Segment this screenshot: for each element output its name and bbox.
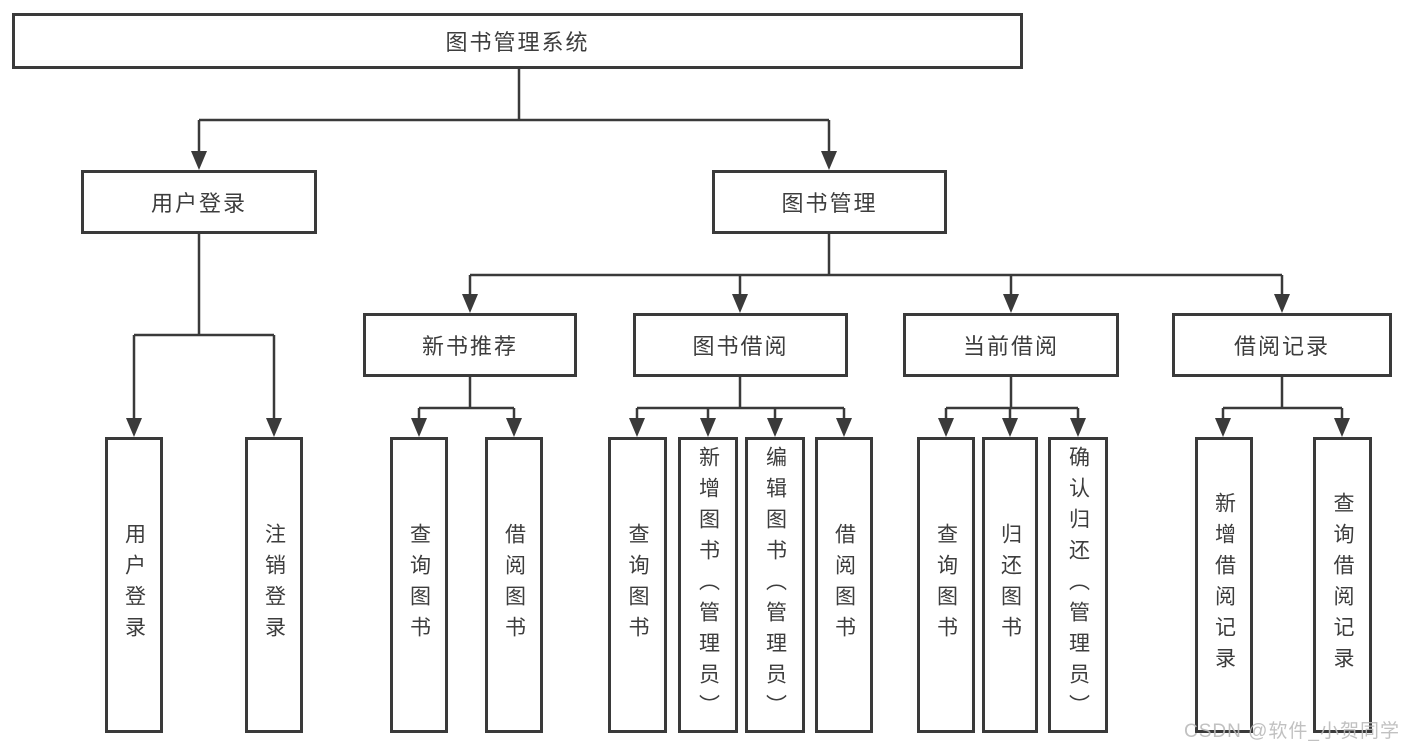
node-label: 查询图书: [626, 523, 649, 647]
connector-current-borrow-children: [938, 377, 1086, 437]
node-label: 用户登录: [150, 191, 247, 216]
leaf-return-books: 归还图书: [982, 437, 1038, 733]
leaf-query-books-borrow: 查询图书: [608, 437, 667, 733]
node-label: 编辑图书（管理员）: [763, 445, 787, 725]
node-label: 当前借阅: [962, 334, 1059, 359]
node-label: 图书管理: [781, 191, 878, 216]
leaf-user-login: 用户登录: [105, 437, 163, 733]
node-label: 注销登录: [262, 523, 286, 647]
node-label: 图书借阅: [692, 334, 789, 359]
leaf-logout-login: 注销登录: [245, 437, 303, 733]
leaf-add-book-admin: 新增图书（管理员）: [678, 437, 738, 733]
node-book-borrowing: 图书借阅: [633, 313, 848, 377]
connector-new-book-recommend-children: [411, 377, 522, 437]
node-label: 借阅图书: [502, 523, 526, 647]
node-label: 新增图书（管理员）: [696, 445, 720, 725]
node-user-login: 用户登录: [81, 170, 317, 234]
connector-user-login-children: [126, 234, 282, 437]
node-borrowing-records: 借阅记录: [1172, 313, 1392, 377]
node-label: 用户登录: [122, 523, 146, 647]
leaf-query-borrow-record: 查询借阅记录: [1313, 437, 1372, 733]
node-label: 查询图书: [934, 523, 958, 647]
node-current-borrowing: 当前借阅: [903, 313, 1119, 377]
node-new-book-recommendation: 新书推荐: [363, 313, 577, 377]
leaf-edit-book-admin: 编辑图书（管理员）: [745, 437, 805, 733]
connector-book-borrow-children: [629, 377, 852, 437]
watermark: CSDN @软件_小贺同学: [1184, 721, 1400, 742]
node-label: 新增借阅记录: [1212, 492, 1236, 678]
connector-borrow-records-children: [1215, 377, 1350, 437]
leaf-confirm-return-admin: 确认归还（管理员）: [1048, 437, 1108, 733]
leaf-query-books-current: 查询图书: [917, 437, 975, 733]
node-label: 借阅记录: [1233, 334, 1330, 359]
node-root-system: 图书管理系统: [12, 13, 1023, 69]
node-label: 查询借阅记录: [1331, 492, 1354, 678]
leaf-borrow-books: 借阅图书: [815, 437, 873, 733]
node-label: 借阅图书: [832, 523, 856, 647]
connector-root-to-level2: [191, 69, 837, 170]
leaf-borrow-books-recommend: 借阅图书: [485, 437, 543, 733]
node-root-label: 图书管理系统: [445, 30, 590, 55]
node-label: 查询图书: [407, 523, 431, 647]
node-label: 确认归还（管理员）: [1066, 445, 1090, 725]
node-label: 归还图书: [998, 523, 1022, 647]
connector-book-management-children: [462, 234, 1290, 313]
leaf-query-books-recommend: 查询图书: [390, 437, 448, 733]
leaf-add-borrow-record: 新增借阅记录: [1195, 437, 1253, 733]
node-book-management: 图书管理: [712, 170, 947, 234]
node-label: 新书推荐: [421, 334, 518, 359]
